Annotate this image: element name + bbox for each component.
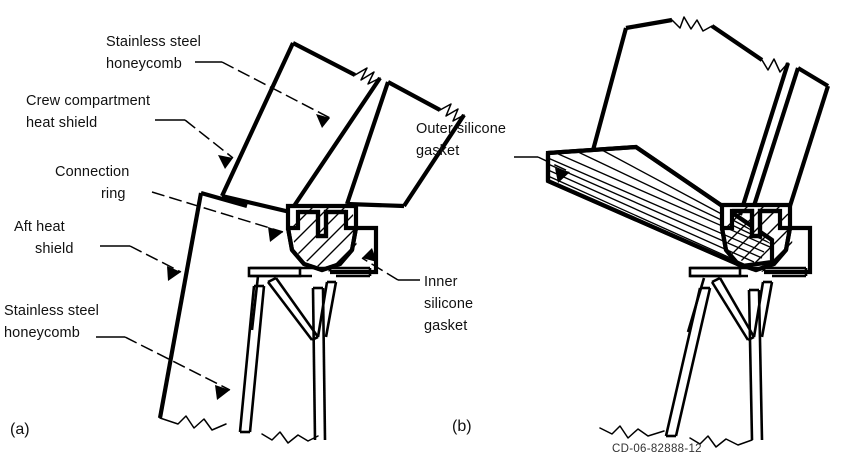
aft-honeycomb-wall-right-a — [261, 286, 327, 444]
crew-compartment-heat-shield-a-right — [345, 80, 466, 209]
label-line: Stainless steel — [106, 34, 201, 50]
label-connection-ring: Connection ring — [55, 164, 129, 202]
panel-label-b: (b) — [452, 418, 472, 435]
aft-shield-flange-a — [247, 266, 372, 278]
aft-heat-shield-a — [157, 190, 248, 431]
arrowhead-icon — [316, 114, 330, 128]
arrowhead-icon — [218, 155, 233, 169]
connection-ring-b-edges — [719, 208, 793, 273]
label-line: Inner — [424, 274, 458, 290]
panel-a-drawing — [157, 41, 466, 444]
connection-ring-a-edges — [285, 209, 359, 273]
leader-stainless-steel-honeycomb-lower — [96, 336, 231, 400]
label-aft-heat-shield: Aft heat shield — [14, 219, 74, 257]
label-line: Crew compartment — [26, 93, 150, 109]
leader-aft-heat-shield — [100, 245, 182, 281]
arrowhead-icon — [167, 266, 181, 281]
label-stainless-steel-honeycomb-lower: Stainless steel honeycomb — [4, 303, 99, 341]
label-line: gasket — [416, 143, 459, 159]
arrowhead-icon — [268, 227, 283, 242]
leader-inner-silicone-gasket — [361, 248, 420, 281]
label-line: Aft heat — [14, 219, 65, 235]
label-line: silicone — [424, 296, 473, 312]
drawing-code-label: CD-06-82888-12 — [612, 443, 702, 455]
label-line: Connection — [55, 164, 129, 180]
leader-crew-compartment-heat-shield — [155, 119, 234, 169]
label-line: Outer silicone — [416, 121, 506, 137]
label-line: honeycomb — [4, 325, 80, 341]
label-stainless-steel-honeycomb-upper: Stainless steel honeycomb — [106, 34, 201, 72]
label-line: Stainless steel — [4, 303, 99, 319]
aft-v-stiffener-a — [266, 276, 338, 342]
aft-honeycomb-wall-right-b — [689, 288, 764, 448]
label-line: gasket — [424, 318, 467, 334]
panel-label-a: (a) — [10, 421, 30, 438]
label-line: ring — [101, 186, 126, 202]
leader-connection-ring — [151, 191, 284, 242]
label-outer-silicone-gasket: Outer silicone gasket — [416, 121, 506, 159]
label-line: honeycomb — [106, 56, 182, 72]
arrowhead-icon — [362, 248, 377, 262]
label-line: heat shield — [26, 115, 97, 131]
label-line: shield — [35, 241, 74, 257]
aft-honeycomb-wall-left-a — [238, 275, 266, 434]
panel-b-drawing — [545, 16, 831, 448]
aft-v-stiffener-b — [710, 276, 774, 342]
label-inner-silicone-gasket: Inner silicone gasket — [424, 274, 473, 334]
aft-honeycomb-wall-left-b — [599, 277, 712, 439]
leader-stainless-steel-honeycomb-upper — [195, 61, 331, 128]
leader-outer-silicone-gasket — [514, 156, 571, 183]
arrowhead-icon — [215, 385, 230, 400]
crew-compartment-heat-shield-a — [220, 41, 382, 215]
label-crew-compartment-heat-shield: Crew compartment heat shield — [26, 93, 150, 131]
arrowhead-icon — [555, 168, 570, 183]
